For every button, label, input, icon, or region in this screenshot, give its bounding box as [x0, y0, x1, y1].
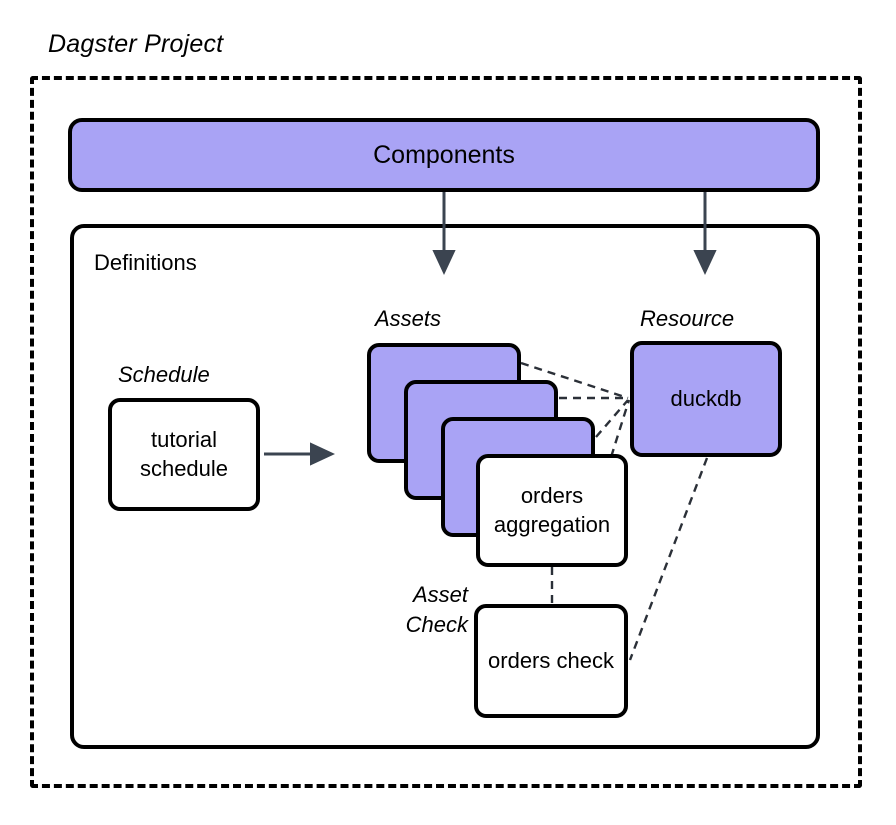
asset-check-caption: Asset Check	[405, 582, 468, 637]
resource-caption: Resource	[640, 306, 735, 331]
tutorial-schedule-node[interactable]: tutorial schedule	[108, 398, 260, 511]
orders-aggregation-label: orders aggregation	[493, 483, 611, 537]
orders-check-node[interactable]: orders check	[474, 604, 628, 718]
duckdb-resource-node[interactable]: duckdb	[630, 341, 782, 457]
schedule-caption: Schedule	[118, 362, 210, 387]
dagster-project-frame	[30, 76, 862, 788]
orders-check-label: orders check	[488, 647, 614, 673]
duckdb-label: duckdb	[670, 385, 742, 411]
tutorial-schedule-label: tutorial schedule	[139, 427, 229, 481]
components-box[interactable]: Components	[68, 118, 820, 192]
definitions-label: Definitions	[94, 250, 197, 275]
components-label: Components	[373, 141, 515, 169]
orders-aggregation-node[interactable]: orders aggregation	[476, 454, 628, 567]
page-title: Dagster Project	[48, 30, 224, 58]
assets-caption: Assets	[375, 306, 442, 331]
